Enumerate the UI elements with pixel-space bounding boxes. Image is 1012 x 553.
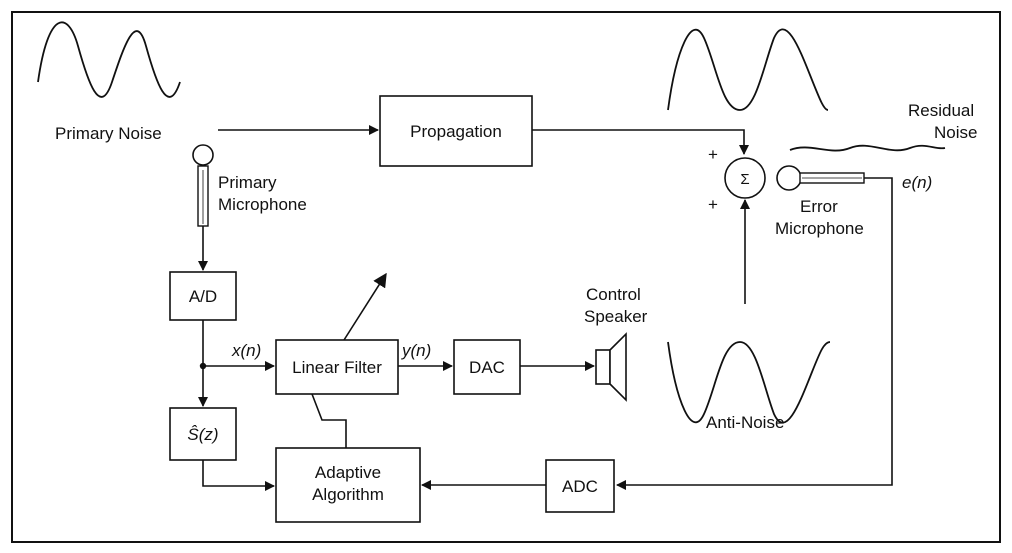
anti-noise-label: Anti-Noise [706,413,784,432]
yn-label: y(n) [401,341,431,360]
dac-block [453,339,521,395]
linear-filter-label: Linear Filter [292,358,382,377]
primary-noise-wave [37,21,181,98]
adc-label: ADC [562,477,598,496]
primary-noise-label: Primary Noise [55,124,162,143]
plus-bottom: + [708,195,718,214]
adaptive-label-1: Adaptive [315,463,381,482]
propagation-block [379,95,533,167]
summing-junction [724,157,766,199]
plus-top: + [708,145,718,164]
propagation-label: Propagation [410,122,502,141]
noise-wave-top [667,28,829,111]
wire-s-hat-to-adaptive [202,460,275,491]
control-speaker-label-1: Control [586,285,641,304]
adaptation-arrow [343,272,387,341]
primary-mic-label-1: Primary [218,173,277,192]
error-microphone-icon [776,165,865,191]
adaptive-label-2: Algorithm [312,485,384,504]
wire-adaptive-to-filter [311,393,347,448]
adc-block [545,459,615,513]
en-label: e(n) [902,173,932,192]
primary-mic-label-2: Microphone [218,195,307,214]
residual-noise-wave [789,144,946,152]
anti-noise-wave [667,341,831,424]
residual-noise-label-2: Noise [934,123,977,142]
speaker-icon [595,332,627,402]
dac-label: DAC [469,358,505,377]
linear-filter-block [275,339,399,395]
adaptive-algorithm-block [275,447,421,523]
diagram-frame [11,11,1001,543]
ad-label: A/D [189,287,217,306]
primary-microphone-icon [192,144,214,227]
error-mic-label-1: Error [800,197,838,216]
s-hat-block [169,407,237,461]
ad-block [169,271,237,321]
wire-error-feedback [616,177,893,490]
sum-symbol: Σ [740,171,749,188]
wire-propagation-to-sum [532,129,749,155]
residual-noise-label-1: Residual [908,101,974,120]
s-hat-label: Ŝ(z) [187,425,218,444]
control-speaker-label-2: Speaker [584,307,648,326]
xn-label: x(n) [231,341,261,360]
error-mic-label-2: Microphone [775,219,864,238]
